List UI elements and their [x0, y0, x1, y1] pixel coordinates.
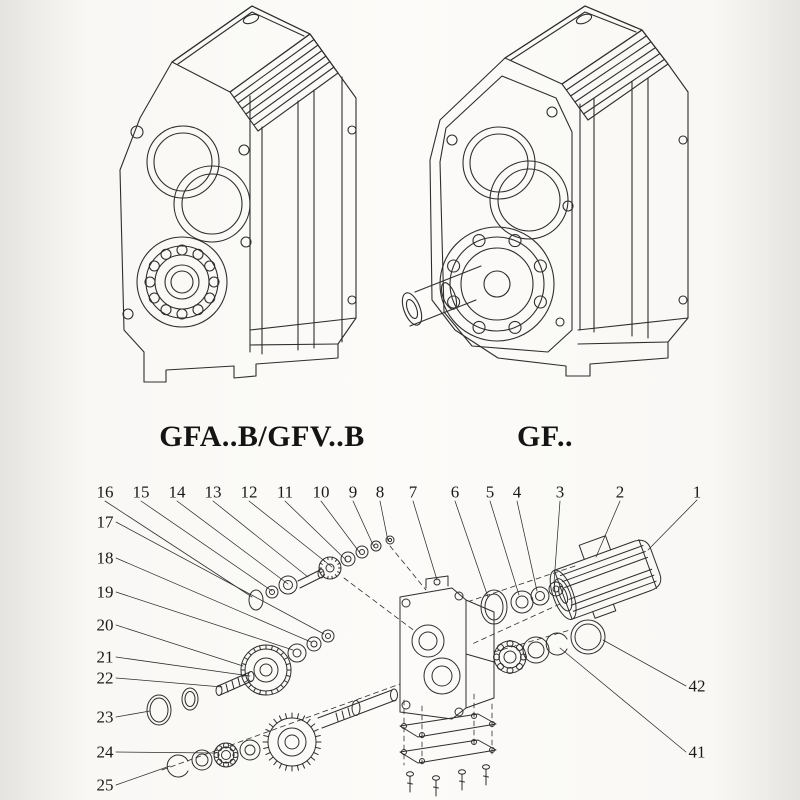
part-number-25: 25	[96, 775, 114, 795]
part-number-23: 23	[96, 707, 114, 727]
motor-part	[540, 523, 667, 629]
gearbox-drawing-shaft-mounted	[120, 6, 356, 382]
model-label-left: GFA..B/GFV..B	[159, 420, 365, 453]
part-number-12: 12	[240, 482, 258, 502]
part-number-4: 4	[512, 482, 522, 502]
output-shaft-assembly	[167, 689, 397, 777]
part-number-17: 17	[96, 512, 114, 532]
part-number-15: 15	[132, 482, 150, 502]
part-number-21: 21	[96, 647, 114, 667]
part-number-9: 9	[348, 482, 358, 502]
model-label-right: GF..	[517, 420, 573, 453]
base-gasket-plates	[400, 714, 496, 764]
part-number-14: 14	[168, 482, 186, 502]
part-number-18: 18	[96, 548, 114, 568]
part-number-8: 8	[375, 482, 385, 502]
callout-leader-lines	[105, 500, 697, 785]
assembly-axis-lines	[162, 546, 575, 770]
part-number-20: 20	[96, 615, 114, 635]
part-number-10: 10	[312, 482, 330, 502]
output-shaft	[398, 266, 481, 328]
part-number-42: 42	[688, 676, 706, 696]
part-number-22: 22	[96, 668, 114, 688]
part-number-24: 24	[96, 742, 114, 762]
part-number-19: 19	[96, 582, 114, 602]
part-number-5: 5	[485, 482, 495, 502]
part-number-11: 11	[276, 482, 294, 502]
output-side-rings	[494, 620, 606, 674]
flange-bolt-holes	[448, 235, 547, 334]
part-number-2: 2	[615, 482, 625, 502]
intermediate-shaft-parts	[249, 536, 394, 610]
second-stage-gear-parts	[147, 630, 334, 725]
part-number-3: 3	[555, 482, 565, 502]
exploded-parts-diagram	[147, 523, 667, 796]
gearbox-drawing-flange-mounted	[398, 6, 688, 376]
part-number-7: 7	[408, 482, 418, 502]
part-number-41: 41	[688, 742, 706, 762]
part-number-1: 1	[692, 482, 702, 502]
part-number-16: 16	[96, 482, 114, 502]
part-number-6: 6	[450, 482, 460, 502]
bearing-balls	[145, 245, 219, 319]
mounting-bolts	[407, 765, 490, 796]
part-number-13: 13	[204, 482, 222, 502]
